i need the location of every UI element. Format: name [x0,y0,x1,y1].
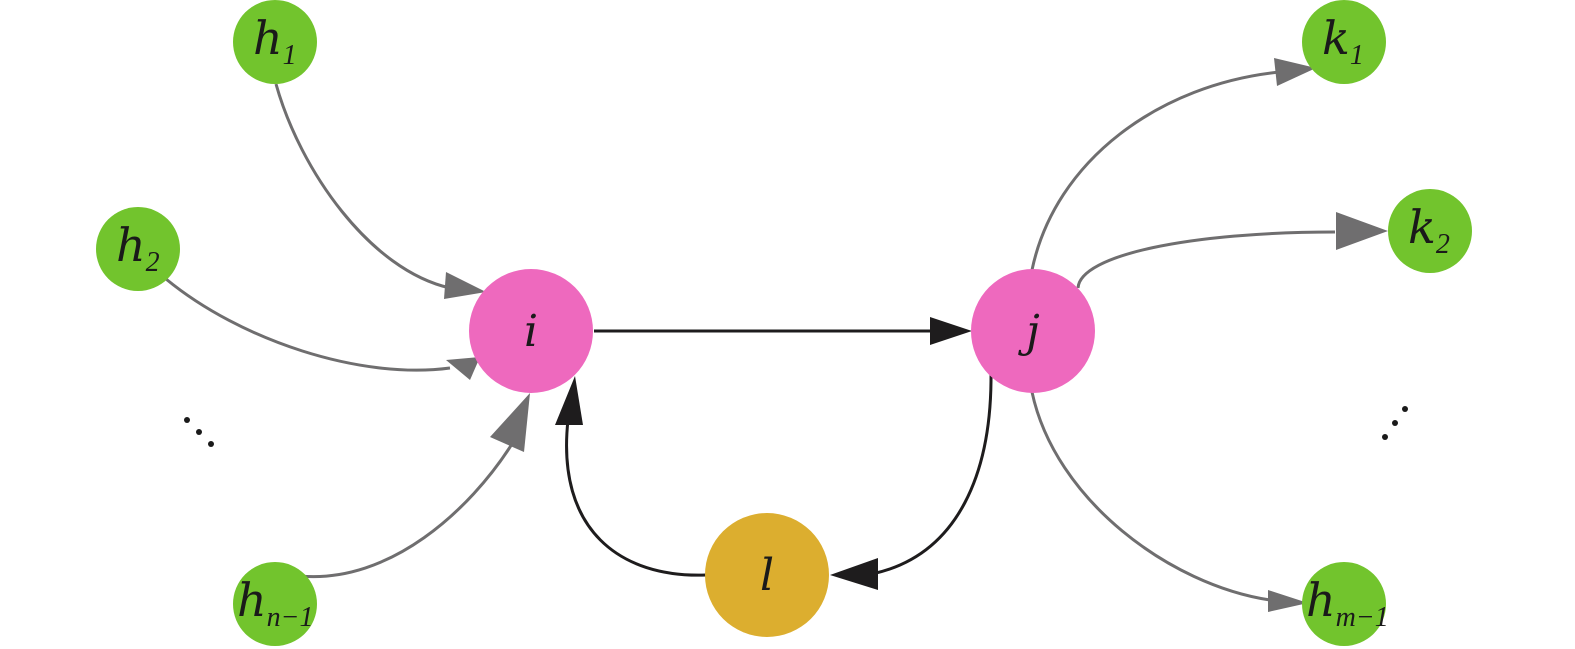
edge-l-to-i [565,419,707,577]
arrowhead-h2-to-i [446,357,480,380]
ellipsis-right [1382,406,1408,440]
edge-j-to-l [871,371,993,576]
arrowhead-j-to-hm1 [1268,590,1308,612]
edge-j-to-k2 [1076,230,1336,289]
node-h1: h1 [233,0,317,84]
node-j: j [971,269,1095,393]
node-label: l [760,550,774,601]
node-label: k1 [1322,11,1364,71]
node-label: h2 [116,218,160,278]
node-circle [1302,562,1386,646]
arrowhead-j-to-k2 [1336,212,1388,250]
edge-h2-to-i [165,277,451,372]
ellipsis-left [184,417,214,447]
arrowhead-hn1-to-i [490,393,530,452]
edge-hn1-to-i [299,443,514,579]
node-k2: k2 [1388,189,1472,273]
node-circle [1388,189,1472,273]
node-hm1: hm−1 [1302,562,1389,646]
node-label: hm−1 [1306,573,1389,633]
node-circle [1302,0,1386,84]
edge-j-to-k1 [1030,70,1281,271]
node-circle [469,269,593,393]
edge-j-to-hm1 [1030,391,1271,602]
edge-h1-to-i [274,83,451,290]
node-circle [233,0,317,84]
node-circle [233,562,317,646]
node-h2: h2 [96,207,180,291]
node-label: k2 [1408,200,1450,260]
node-hn1: hn−1 [233,562,317,646]
arrowhead-j-to-l [830,558,878,590]
node-circle [96,207,180,291]
node-k1: k1 [1302,0,1386,84]
node-label: h1 [253,11,297,71]
arrowhead-l-to-i [555,376,583,425]
node-circle [705,513,829,637]
node-i: i [469,269,593,393]
arrowhead-j-to-k1 [1274,58,1316,86]
node-label: i [524,306,538,357]
node-label: hn−1 [237,573,314,633]
arrowhead-h1-to-i [444,272,486,299]
node-circle [971,269,1095,393]
arrowhead-i-to-j [930,317,972,345]
node-l: l [705,513,829,637]
